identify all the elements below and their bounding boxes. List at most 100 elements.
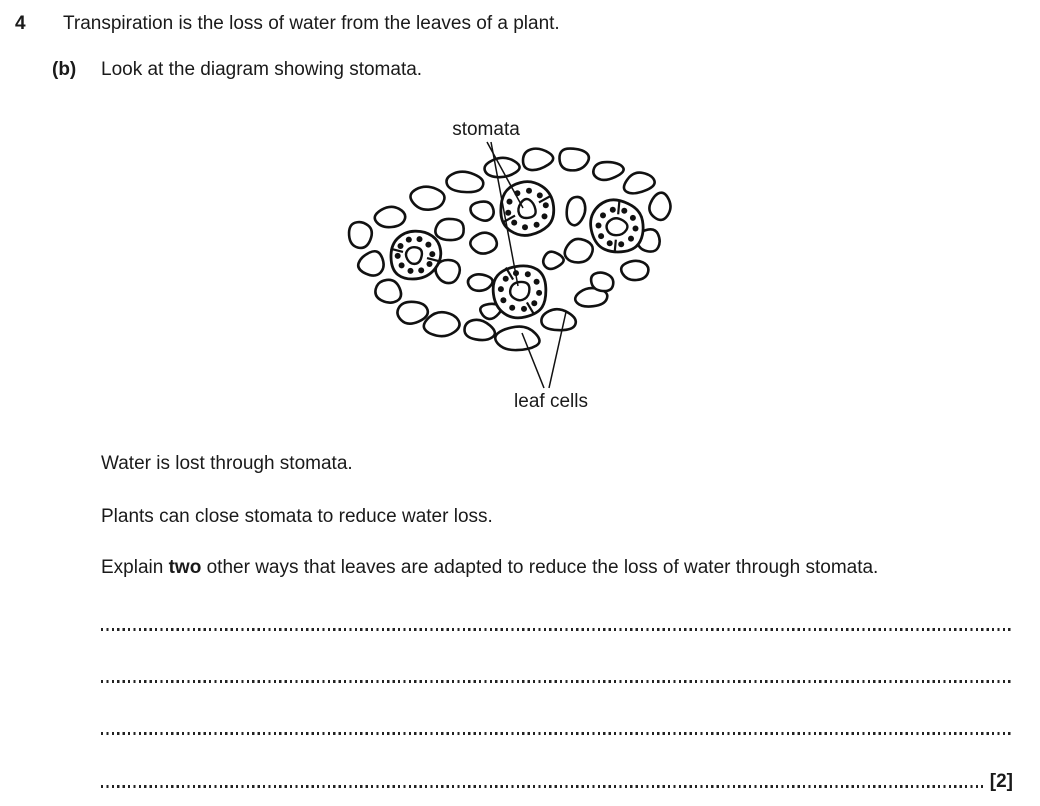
leaf-cell [374, 278, 403, 304]
leaf-cell [479, 302, 503, 321]
guard-cell-dot [533, 221, 540, 228]
guard-cell-dot [426, 261, 433, 267]
stoma-pore [508, 280, 531, 302]
guard-cell-dot [505, 209, 512, 216]
guard-cell-dot [628, 235, 634, 242]
guard-cell-dot [500, 297, 507, 304]
leaf-cell [422, 310, 461, 338]
guard-cell-dot [497, 286, 504, 293]
guard-cell-dot [425, 241, 432, 248]
guard-cell-dot [511, 219, 518, 226]
pointer-lines-group [486, 141, 567, 389]
leaf-cell [592, 160, 625, 182]
leaf-cell [540, 307, 578, 332]
guard-cell-dot [606, 240, 613, 247]
diagram-label-stomata: stomata [452, 119, 520, 140]
guard-cell-dot [536, 289, 543, 296]
guard-cell-dot [621, 207, 628, 214]
guard-cell-dot [502, 275, 509, 282]
prompt-prefix: Explain [101, 557, 169, 578]
leaf-cell [469, 231, 499, 255]
guard-cell-dot [398, 262, 405, 269]
leaf-cell [541, 250, 565, 271]
leaf-cell [563, 237, 595, 264]
statement-water-lost: Water is lost through stomata. [101, 453, 353, 474]
leaf-cell [396, 300, 430, 325]
stomata-group [389, 180, 645, 320]
guard-cell-dot [536, 192, 543, 199]
guard-cell-junction [390, 247, 404, 253]
guard-cell-dot [618, 241, 625, 248]
guard-cell-dot [397, 243, 404, 249]
guard-cell-dot [405, 236, 412, 243]
leaf-cell [619, 259, 650, 282]
guard-cell-dot [524, 271, 531, 278]
leaf-cell [483, 156, 521, 179]
guard-cell-dot [394, 252, 401, 259]
marks-badge: [2] [989, 771, 1013, 792]
leaf-cell [445, 170, 485, 194]
stoma-pore [605, 217, 629, 237]
stomata-diagram: stomata leaf cells [347, 119, 672, 412]
guard-cell-dot [632, 225, 639, 232]
leaf-cell [493, 325, 541, 352]
label-pointer-line [490, 141, 519, 287]
stoma-pore [517, 197, 537, 220]
diagram-label-leaf-cells: leaf cells [514, 391, 588, 412]
guard-cell-dot [609, 206, 616, 213]
leaf-cell [573, 286, 609, 308]
guard-cell-junction [613, 239, 617, 254]
statement-close-stomata: Plants can close stomata to reduce water… [101, 506, 493, 527]
guard-cell-dot [629, 214, 636, 221]
guard-cell-dot [541, 213, 548, 220]
guard-cell-junction [426, 257, 440, 263]
question-part-row: (b) Look at the diagram showing stomata. [52, 59, 422, 81]
guard-cell-junction [504, 267, 515, 281]
guard-cell-dot [533, 278, 540, 285]
prompt-suffix: other ways that leaves are adapted to re… [201, 557, 879, 578]
guard-cell-dot [416, 236, 423, 243]
guard-cell-junction [617, 200, 621, 215]
question-intro-row: 4 Transpiration is the loss of water from… [15, 13, 560, 35]
guard-cell-dot [531, 300, 538, 307]
leaf-cell [466, 272, 494, 293]
leaf-cell [373, 205, 407, 229]
leaf-cell [469, 200, 495, 222]
guard-cell-dot [521, 305, 527, 312]
guard-cell-junction [538, 194, 552, 204]
guard-cell-dot [522, 224, 528, 231]
answer-line-4-row: [2] [101, 769, 1013, 791]
answer-line-2 [101, 680, 1013, 683]
leaf-cells-group [347, 147, 672, 352]
prompt-line: Explain two other ways that leaves are a… [101, 557, 878, 579]
label-pointer-line [521, 332, 545, 389]
part-label: (b) [52, 59, 77, 80]
guard-cell-dot [506, 198, 513, 205]
question-intro-text: Transpiration is the loss of water from … [63, 13, 560, 34]
question-number: 4 [15, 13, 26, 34]
guard-cell-dot [598, 233, 605, 240]
answer-line-4 [101, 785, 983, 788]
guard-cell-dot [429, 251, 436, 258]
guard-cell-dot [418, 267, 425, 274]
answer-line-1 [101, 628, 1013, 631]
prompt-bold-word: two [168, 557, 202, 578]
leaf-cell [463, 318, 497, 342]
guard-cell-junction [525, 301, 536, 315]
leaf-cell [565, 195, 587, 227]
leaf-cell [356, 249, 385, 277]
stoma-pore [404, 245, 424, 266]
leaf-cell [622, 171, 656, 195]
leaf-cell [521, 147, 555, 172]
leaf-cell [434, 258, 462, 285]
leaf-cell [648, 191, 672, 222]
leaf-cell [434, 217, 465, 242]
leaf-cell [347, 220, 374, 250]
guard-cell-dot [542, 202, 549, 209]
label-pointer-line [548, 311, 567, 389]
guard-cell-dot [509, 304, 516, 311]
part-text: Look at the diagram showing stomata. [101, 59, 423, 80]
guard-cell-dot [595, 222, 602, 229]
answer-line-3 [101, 732, 1013, 735]
guard-cell-dot [526, 187, 532, 194]
